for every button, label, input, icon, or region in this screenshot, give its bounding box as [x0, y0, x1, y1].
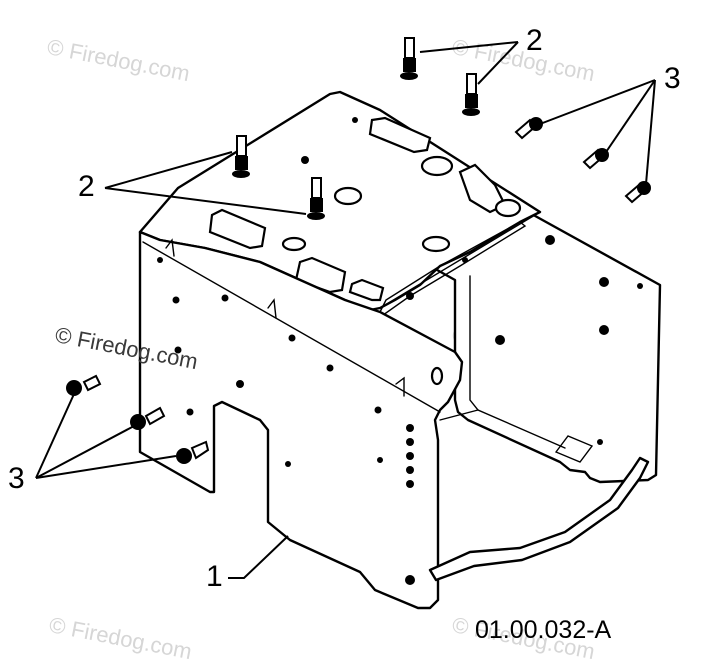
leader-lines: [35, 41, 656, 579]
top-hole: [333, 186, 363, 206]
nut-icon: [66, 374, 102, 396]
callout-bolt: 2: [526, 24, 543, 57]
bolt-icon: [400, 37, 418, 80]
bolt-icon: [307, 177, 325, 220]
callout-frame: 1: [206, 560, 223, 593]
top-slot: [208, 208, 267, 250]
top-hole: [421, 235, 451, 253]
bend-line: [142, 241, 441, 413]
nut-icon: [514, 117, 543, 140]
nut-icon: [582, 148, 609, 170]
top-slot: [348, 278, 385, 302]
nut-icon: [176, 440, 210, 464]
top-slot: [368, 116, 432, 154]
frame-handle: [428, 456, 650, 582]
callout-nut: 3: [664, 62, 681, 95]
bolt-icon: [232, 135, 250, 178]
figure-number: 01.00.032-A: [475, 616, 612, 644]
top-hole: [420, 155, 454, 177]
top-hole: [281, 236, 307, 252]
top-hole: [494, 198, 522, 218]
callout-bolt: 2: [78, 170, 95, 203]
bolt-icon: [462, 73, 480, 116]
callout-nut: 3: [8, 462, 25, 495]
front-plate: [138, 230, 464, 610]
nut-icon: [624, 181, 651, 204]
